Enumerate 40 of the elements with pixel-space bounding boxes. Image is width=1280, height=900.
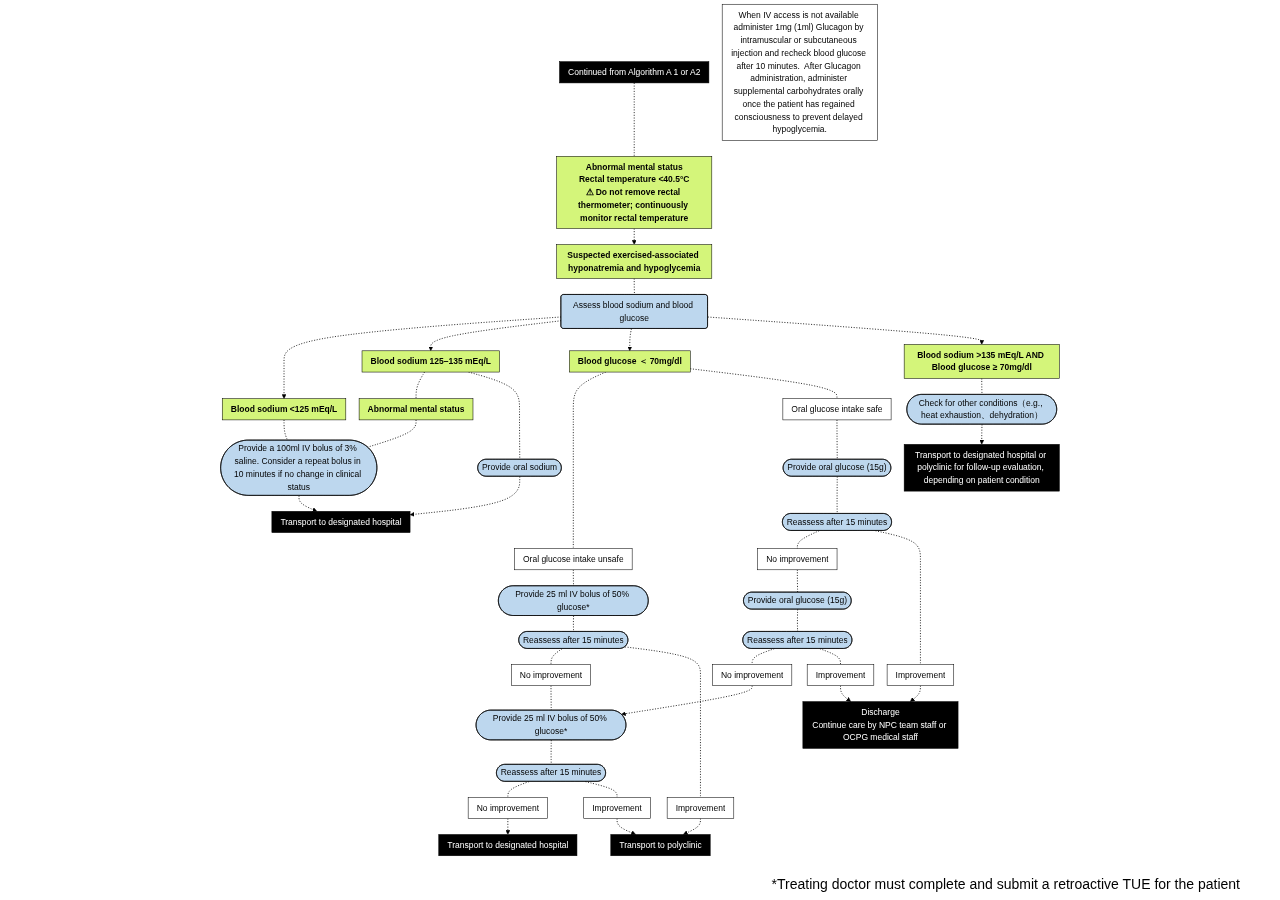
connector: [550, 739, 552, 765]
node-box: Blood glucose ＜ 70mg/dl: [569, 350, 691, 373]
node-box: Transport to designated hospital: [271, 511, 411, 533]
node-box: No improvement: [467, 797, 548, 819]
node-box: Improvement: [583, 797, 651, 819]
node-box: Oral glucose intake safe: [782, 398, 892, 421]
node-box: When IV access is not available administer 1mg (1ml) Glucagon by intramuscular or subcutaneous injection and recheck blood glucose after 10 minutes. After Glucagon administration, administer supplemental carbohydrates orally once the patient has regained consciousness to prevent delayed hypoglycemia.: [721, 4, 878, 141]
node-box: Transport to designated hospital: [438, 834, 578, 856]
node-box: Improvement: [666, 797, 735, 819]
node-box: Oral glucose intake unsafe: [514, 548, 633, 571]
connector: [624, 646, 701, 798]
node-box: Discharge Continue care by NPC team staff or OCPG medical staff: [802, 701, 959, 749]
node-box: Transport to polyclinic: [610, 834, 711, 856]
node-box: No improvement: [712, 664, 793, 686]
connector: [367, 419, 417, 448]
connector: [797, 609, 798, 633]
node-box: Abnormal mental status: [358, 398, 474, 421]
footnote: *Treating doctor must complete and submit a retroactive TUE for the patient: [771, 876, 1240, 892]
node-box: Blood sodium <125 mEq/L: [221, 398, 347, 421]
connector: [836, 419, 838, 460]
connector: [796, 530, 820, 549]
node-box: No improvement: [757, 548, 838, 571]
connector: [633, 82, 635, 157]
connector: [836, 476, 838, 515]
connector: [550, 685, 552, 711]
node-box: Abnormal mental status Rectal temperature <40.5°C ⚠ Do not remove rectal thermometer; continuously monitor rectal temperature: [556, 156, 713, 229]
node-box: Continued from Algorithm A 1 or A2: [559, 61, 710, 84]
connector: [751, 648, 775, 665]
connector: [796, 569, 798, 593]
node-box: No improvement: [511, 664, 591, 686]
node-box: Improvement: [806, 664, 875, 686]
connector: [415, 371, 425, 400]
node-box: Transport to designated hospital or polyclinic for follow-up evaluation, depending on patient condition: [903, 444, 1060, 492]
connector: [689, 368, 838, 400]
node-box: Blood sodium >135 mEq/L AND Blood glucose ≥ 70mg/dl: [903, 344, 1060, 379]
node-box: Improvement: [886, 664, 954, 686]
connector: [819, 648, 841, 665]
node-box: Suspected exercised-associated hyponatremia and hypoglycemia: [556, 244, 713, 279]
node-box: Blood sodium 125–135 mEq/L: [361, 350, 500, 373]
connector: [981, 378, 983, 396]
